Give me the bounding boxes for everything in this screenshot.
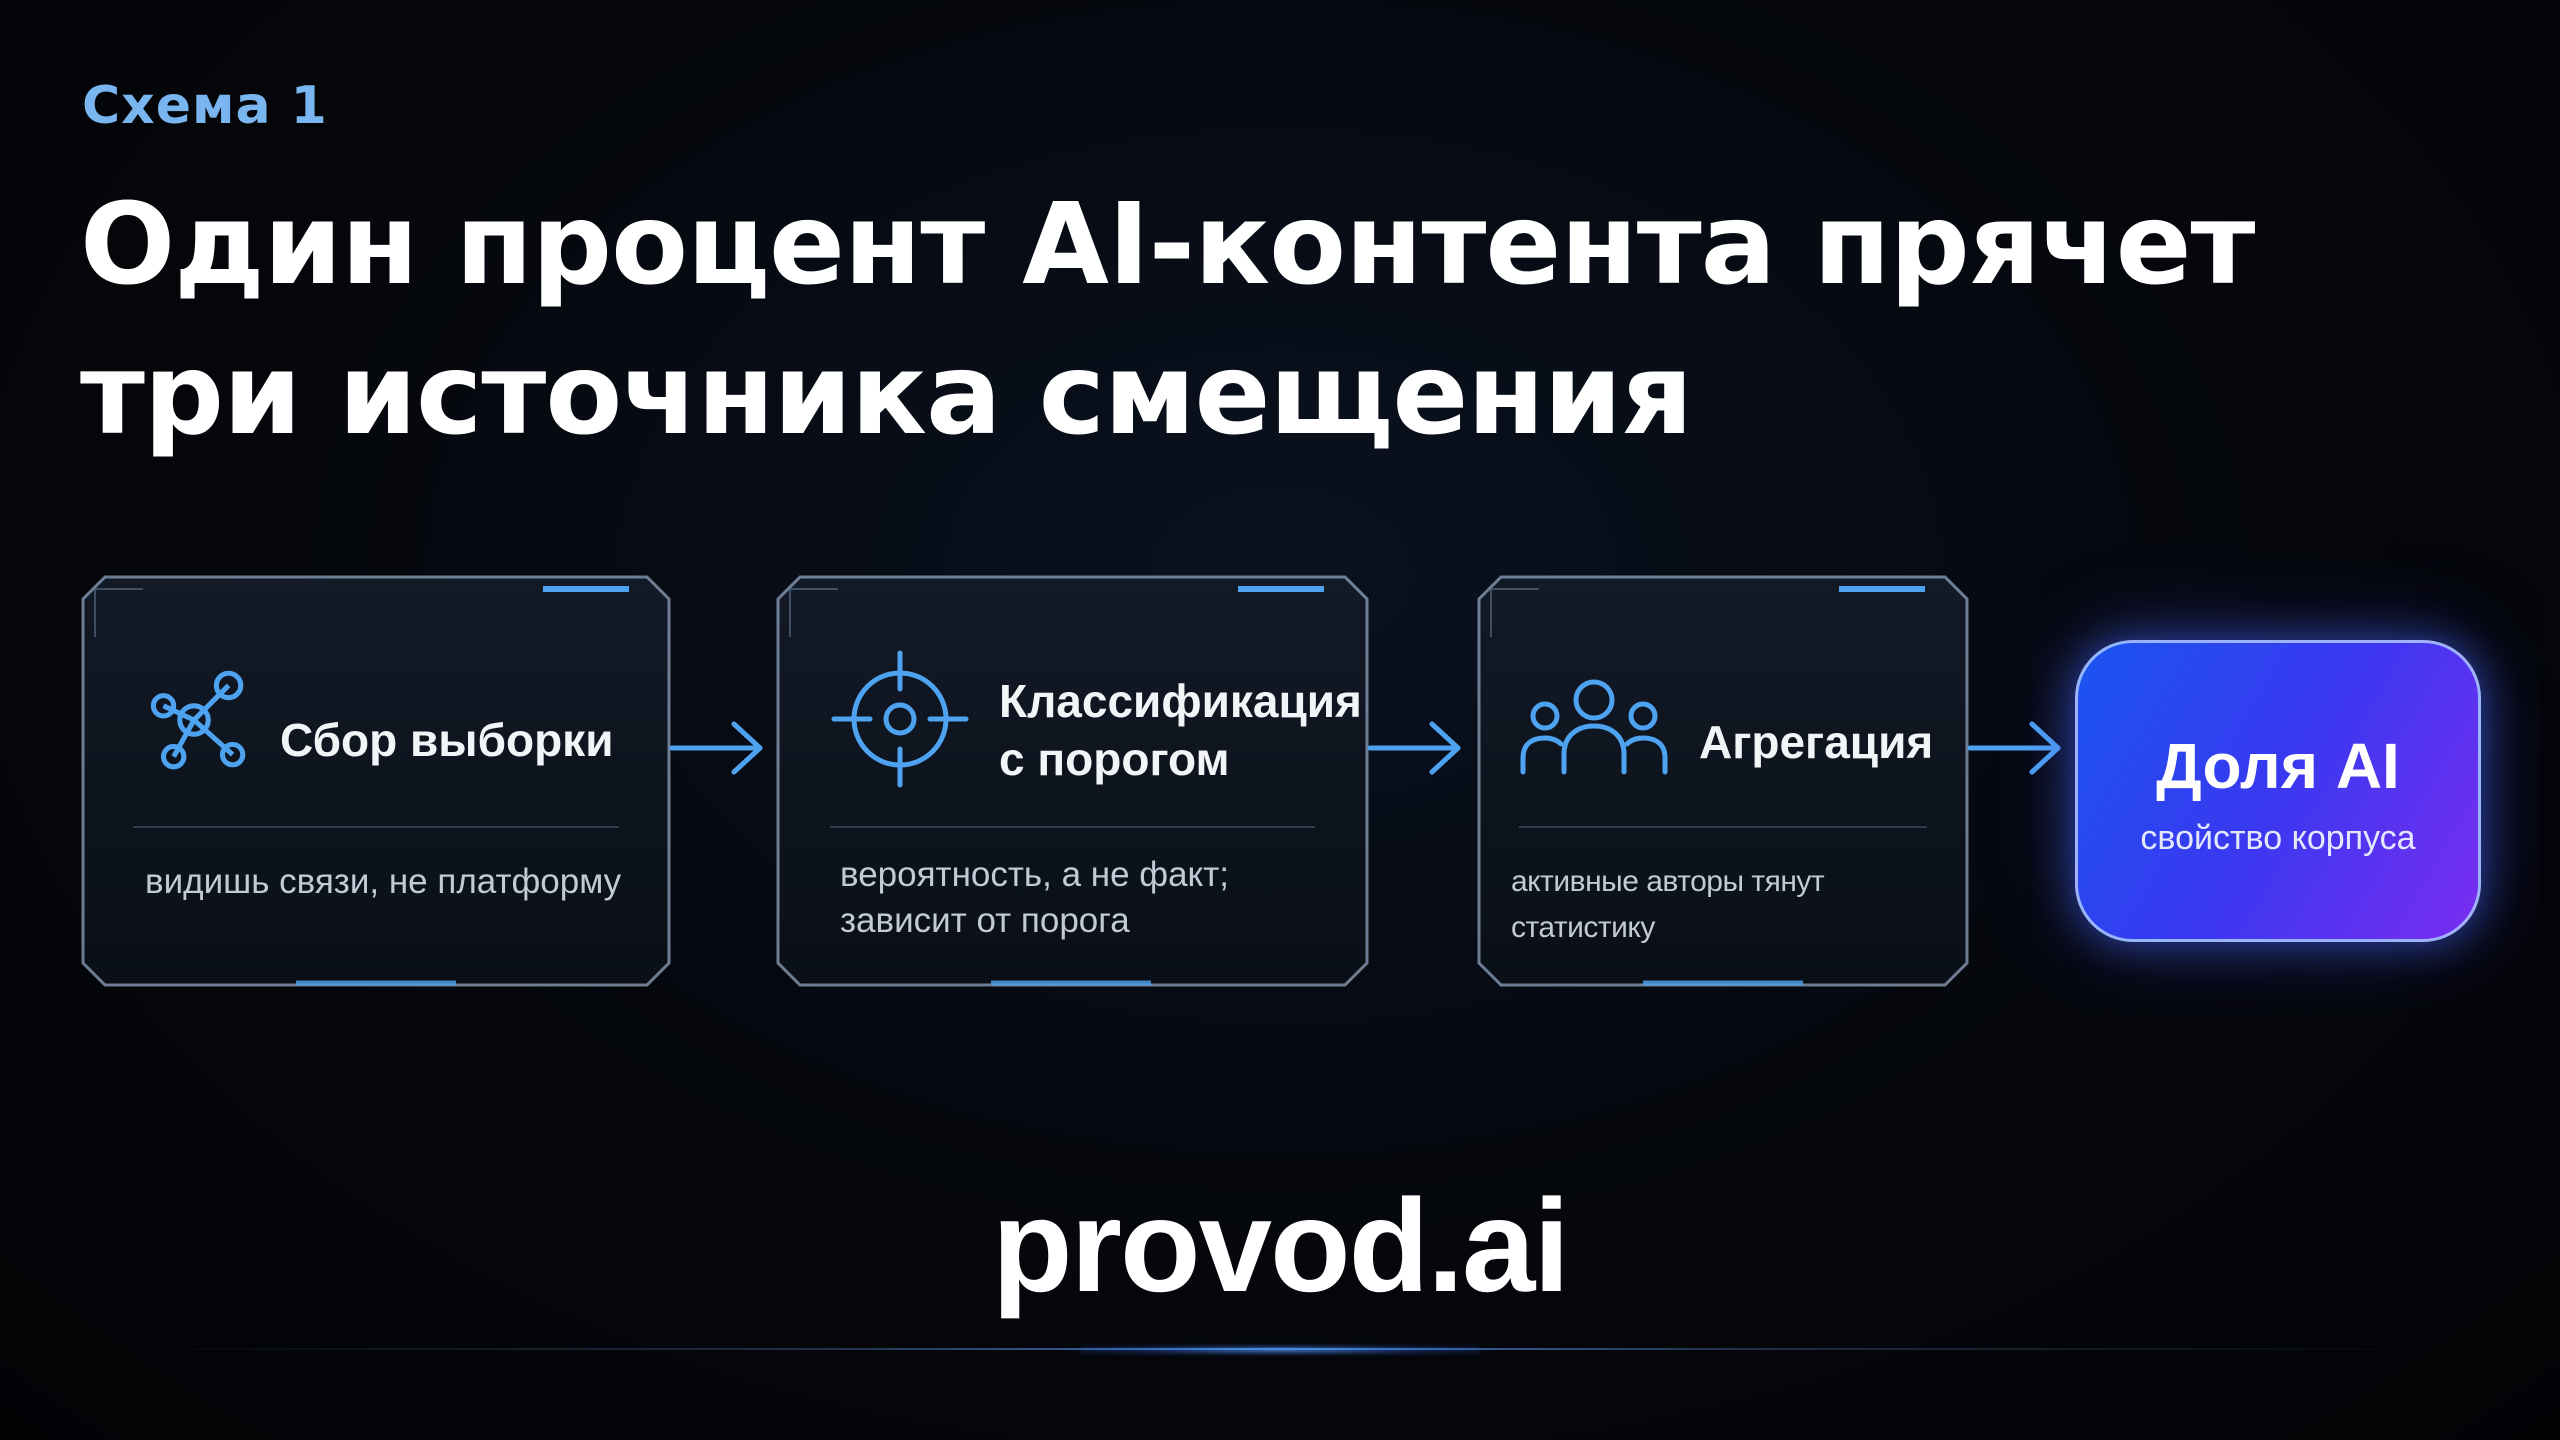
users-group-icon	[1520, 679, 1668, 775]
result-title: Доля AI	[2156, 730, 2400, 802]
arrow-right-icon	[669, 721, 763, 775]
step-card-classification: Классификация с порогом вероятность, а н…	[776, 575, 1369, 987]
brand-logo-text: provod.ai	[991, 1172, 1570, 1319]
crosshair-target-icon	[831, 650, 969, 788]
step-card-sampling: Сбор выборки видишь связи, не платформу	[81, 575, 671, 987]
diagram-title: Один процент AI-контента прячет три исто…	[80, 170, 2280, 470]
step-divider	[133, 826, 619, 828]
diagram-eyebrow: Схема 1	[82, 76, 328, 136]
step-note-classification: вероятность, а не факт; зависит от порог…	[840, 855, 1230, 940]
arrow-right-icon	[1967, 721, 2061, 775]
arrow-right-icon	[1367, 721, 1461, 775]
diagram-title-line-2: три источника смещения	[80, 330, 1693, 460]
step-card-frame	[1477, 575, 1969, 987]
network-nodes-icon	[150, 670, 246, 770]
step-card-aggregation: Агрегация активные авторы тянут статисти…	[1477, 575, 1969, 987]
step-divider	[830, 826, 1315, 828]
footer-glow	[1080, 1346, 1480, 1354]
step-title-sampling: Сбор выборки	[280, 714, 614, 766]
step-card-frame	[81, 575, 671, 987]
diagram-title-line-1: Один процент AI-контента прячет	[80, 180, 2255, 310]
result-card-ai-share: Доля AI свойство корпуса	[2075, 640, 2481, 942]
step-note-sampling: видишь связи, не платформу	[145, 862, 622, 901]
result-subtitle: свойство корпуса	[2140, 819, 2416, 857]
step-title-aggregation: Агрегация	[1699, 716, 1934, 768]
step-divider	[1519, 826, 1927, 828]
step-note-aggregation: активные авторы тянут статистику	[1511, 865, 1825, 944]
step-title-classification: Классификация с порогом	[999, 675, 1362, 785]
